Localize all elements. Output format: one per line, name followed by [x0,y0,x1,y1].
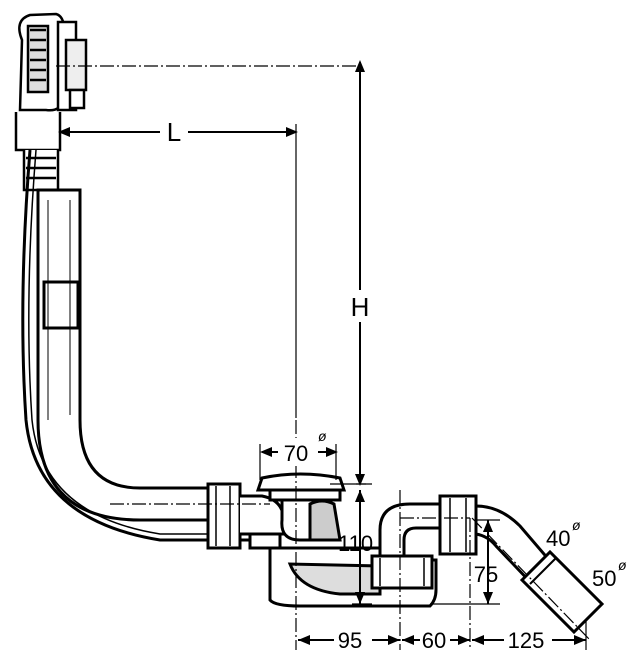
label-H: H [351,292,370,322]
arrowheads [58,60,586,645]
dimension-lines [60,62,587,650]
label-95: 95 [338,628,362,653]
centerlines [56,65,591,650]
bowden-cable [21,149,250,542]
coupling-nut [206,482,286,550]
label-60: 60 [422,628,446,653]
diameter-symbol-40: ø [572,517,581,533]
label-110: 110 [338,531,373,556]
overflow-tube [36,188,214,522]
label-40: 40 [546,526,570,551]
label-50: 50 [592,566,616,591]
waste-body [248,472,438,608]
overflow-head [14,12,88,192]
label-125: 125 [508,628,545,653]
diameter-symbol-70: ø [318,428,327,444]
label-75: 75 [474,562,498,587]
label-70: 70 [284,441,308,466]
label-L: L [167,117,181,147]
diameter-symbol-50: ø [618,557,627,573]
